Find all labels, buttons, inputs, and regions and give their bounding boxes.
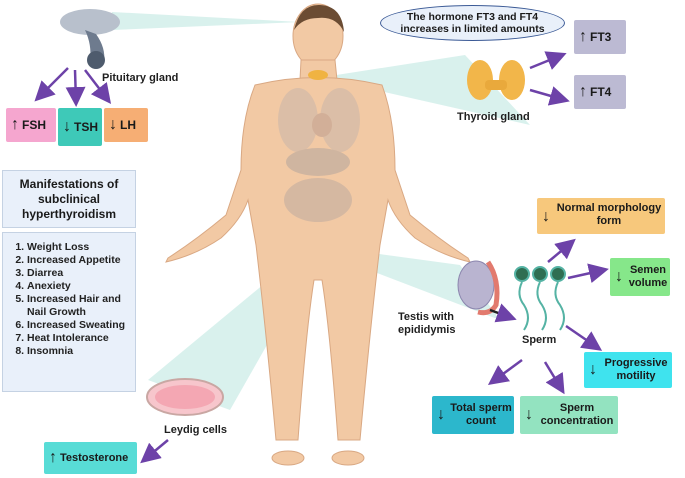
thyroid-label: Thyroid gland bbox=[457, 111, 530, 123]
down-arrow-icon: ↓ bbox=[109, 116, 117, 133]
manifestations-list: Weight Loss Increased Appetite Diarrea A… bbox=[7, 241, 131, 358]
sperm-illustration bbox=[514, 266, 566, 331]
concentration-box: ↓ Sperm concentration bbox=[520, 396, 618, 434]
list-item: Insomnia bbox=[27, 345, 131, 358]
down-arrow-icon: ↓ bbox=[437, 406, 445, 423]
semen-volume-box: ↓ Semen volume bbox=[610, 258, 670, 296]
lh-box: ↓ LH bbox=[104, 108, 148, 142]
ft3-box: ↑ FT3 bbox=[574, 20, 626, 54]
down-arrow-icon: ↓ bbox=[542, 208, 550, 225]
pituitary-label: Pituitary gland bbox=[102, 72, 179, 84]
oval-note-text: The hormone FT3 and FT4 increases in lim… bbox=[400, 11, 545, 35]
list-item: Heat Intolerance bbox=[27, 332, 131, 345]
manifestations-list-panel: Weight Loss Increased Appetite Diarrea A… bbox=[2, 232, 136, 392]
list-item: Increased Hair and Nail Growth bbox=[27, 293, 131, 319]
testis-label: Testis with epididymis bbox=[398, 311, 456, 336]
fsh-text: FSH bbox=[22, 118, 46, 132]
morphology-box: ↓ Normal morphology form bbox=[537, 198, 665, 234]
morphology-text: Normal morphology form bbox=[556, 202, 662, 227]
thyroid-illustration bbox=[467, 60, 525, 100]
thyroid-in-body bbox=[308, 70, 328, 80]
pituitary-beam bbox=[112, 12, 300, 30]
tsh-box: ↓ TSH bbox=[58, 108, 102, 146]
leydig-illustration bbox=[146, 378, 224, 416]
up-arrow-icon: ↑ bbox=[579, 83, 587, 100]
hair bbox=[294, 4, 344, 32]
up-arrow-icon: ↑ bbox=[579, 28, 587, 45]
manifestations-title-panel: Manifestations of subclinical hyperthyro… bbox=[2, 170, 136, 228]
down-arrow-icon: ↓ bbox=[525, 406, 533, 423]
concentration-text: Sperm concentration bbox=[540, 402, 614, 427]
testosterone-box: ↑ Testosterone bbox=[44, 442, 137, 474]
down-arrow-icon: ↓ bbox=[589, 361, 597, 378]
testosterone-text: Testosterone bbox=[60, 452, 129, 464]
down-arrow-icon: ↓ bbox=[615, 268, 623, 285]
fsh-box: ↑ FSH bbox=[6, 108, 56, 142]
list-item: Weight Loss bbox=[27, 241, 131, 254]
arrows bbox=[34, 51, 609, 464]
tsh-text: TSH bbox=[74, 120, 98, 134]
ft3-text: FT3 bbox=[590, 30, 612, 44]
list-item: Anexiety bbox=[27, 280, 131, 293]
oval-note: The hormone FT3 and FT4 increases in lim… bbox=[380, 5, 565, 41]
pituitary-illustration bbox=[60, 9, 120, 69]
list-item: Increased Sweating bbox=[27, 319, 131, 332]
motility-text: Progressive motility bbox=[604, 357, 668, 382]
down-arrow-icon: ↓ bbox=[63, 118, 71, 135]
leydig-label: Leydig cells bbox=[164, 424, 227, 436]
ft4-box: ↑ FT4 bbox=[574, 75, 626, 109]
up-arrow-icon: ↑ bbox=[49, 449, 57, 466]
manifestations-title: Manifestations of subclinical hyperthyro… bbox=[19, 176, 119, 221]
semen-volume-text: Semen volume bbox=[628, 264, 668, 289]
count-box: ↓ Total sperm count bbox=[432, 396, 514, 434]
internal-organs bbox=[278, 88, 360, 222]
count-text: Total sperm count bbox=[450, 402, 512, 427]
list-item: Diarrea bbox=[27, 267, 131, 280]
list-item: Increased Appetite bbox=[27, 254, 131, 267]
up-arrow-icon: ↑ bbox=[11, 116, 19, 133]
motility-box: ↓ Progressive motility bbox=[584, 352, 672, 388]
sperm-label: Sperm bbox=[522, 334, 557, 346]
testis-pointer-arrow bbox=[489, 303, 517, 323]
lh-text: LH bbox=[120, 118, 136, 132]
ft4-text: FT4 bbox=[590, 85, 612, 99]
